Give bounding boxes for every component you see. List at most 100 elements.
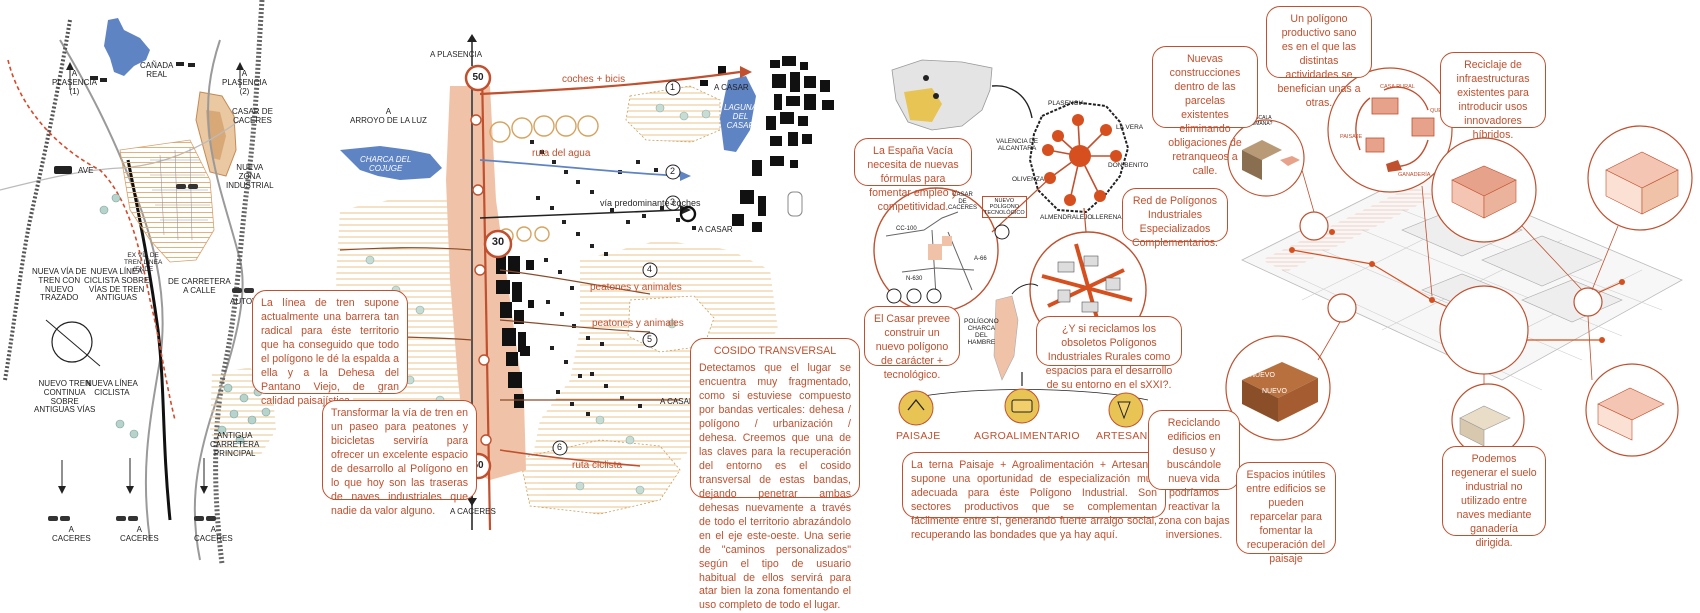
poligono-detail-buildings [1057,255,1121,327]
car-icons [48,184,254,521]
route-agua [479,159,681,177]
railway-focus-line [45,319,101,367]
route-west-1 [339,247,473,251]
railway-transform-note: Transformar la vía de tren en un paseo p… [322,400,477,517]
label-ruta-ciclista: ruta ciclista [572,460,623,471]
poligono-charca-map [993,295,1019,381]
speed-limit-mid: 30 [491,236,505,248]
panel-territory-map: A PLASENCIA (1) CAÑADA REAL A PLASENCIA … [0,0,300,564]
number-circles [552,80,681,456]
category-agroalimentario: AGROALIMENTARIO [974,430,1080,442]
urbanization-dots [530,140,696,416]
label-nueva-zona: NUEVA ZONA INDUSTRIAL [226,163,274,190]
regional-network-drawing [873,59,1149,428]
cycle-ganaderia: GANADERÍA [1398,172,1431,178]
black-ring [679,205,697,223]
cosido-body: Detectamos que el lugar se encuentra muy… [699,361,851,612]
casar-prevee-note: El Casar prevee construir un nuevo políg… [864,306,960,381]
label-don-benito: DON BENITO [1108,162,1149,169]
label-carretera: DE CARRETERA A CALLE [168,277,231,295]
label-llerena: LLERENA [1092,214,1122,221]
route-peatones-2 [499,319,651,333]
label-nueva-via: NUEVA VÍA DE TREN CON NUEVO TRAZADO [32,267,87,303]
train-icon [54,166,72,174]
label-caceres-3: A CACERES [194,525,233,543]
label-arroyo: A ARROYO DE LA LUZ [350,107,427,125]
artesania-glyph [1117,401,1131,420]
route-peatones-1 [499,269,651,295]
label-coches-bicis: coches + bicis [562,74,626,85]
railway-barrier-note: La línea de tren supone actualmente una … [252,290,408,407]
label-a-casar-1: A CASAR [714,83,749,92]
left-zoom-content [1242,140,1300,180]
label-casar: CASAR DE CACERES [232,107,273,125]
road-1 [59,39,164,541]
label-n630: N-630 [906,276,923,282]
route-agua-arrow [680,171,691,181]
railway-focus-circle [51,321,93,363]
reservoir-shape [104,18,150,76]
label-valencia: VALENCIA DE ALCANTARA [996,138,1039,153]
category-artesania: ARTESANÍA [1096,430,1159,442]
label-nuevo-tren: NUEVO TREN CONTINUA SOBRE ANTIGUAS VÍAS [34,379,96,415]
route-coches-arrow [680,205,691,215]
espana-vacia-note: La España Vacía necesita de nuevas fórmu… [854,138,972,213]
label-poligono-charca: POLÍGONO CHARCA DEL HAMBRE [964,318,999,347]
axonometric-drawing [1225,67,1693,457]
route-circles [489,115,599,244]
br-zoom-content [1459,405,1511,447]
dehesa-east [530,240,778,500]
route-number-6: 6 [557,442,563,452]
route-coches-bicis [479,70,741,96]
label-la-vera: LA VERA [1116,124,1144,131]
zoom-connector-lines [1301,169,1619,384]
label-caceres-1: A CACERES [52,525,91,543]
label-a-casar-2: A CASAR [698,225,733,234]
cosido-transversal-note: COSIDO TRANSVERSAL Detectamos que el lug… [690,338,860,611]
label-ex-via: EX VÍA DE TREN LÍNEA (ENDE [124,252,163,274]
label-plasencia-reg: PLASENCIA [1048,100,1085,107]
farm-zoom-content [1597,387,1665,441]
regenerar-suelo-note: Podemos regenerar el suelo industrial no… [1442,446,1546,549]
route-number-2: 2 [670,166,676,176]
label-antigua-carretera: ANTIGUA CARRETERA PRINCIPAL [210,431,260,458]
railway-nodes [470,114,492,446]
extremadura-highlight [904,88,942,122]
right-zoom-content [1605,151,1679,215]
red-poligonos-note: Red de Polígonos Industriales Especializ… [1122,188,1228,249]
arrow-heads [58,62,244,494]
arrow-caceres-head [467,498,477,506]
reciclamos-note: ¿Y si reciclamos los obsoletos Polígonos… [1036,316,1182,391]
label-ave: AVE [78,166,94,175]
paisaje-icon [898,390,934,426]
industrial-grid [150,147,210,241]
label-a66: A-66 [974,256,987,262]
paisaje-glyph [907,398,925,411]
industrial-blocks [496,250,534,408]
railway-left [3,19,72,381]
panel-regional-network: PLASENCIA LA VERA VALENCIA DE ALCANTARA … [862,0,1222,564]
label-cc100: CC-100 [896,226,917,232]
speed-limit-bot: 50 [472,460,484,471]
dehesa-north [625,85,721,143]
nuevo-label-2: NUEVO [1262,388,1287,395]
cattle-icons [90,62,195,82]
terna-note: La terna Paisaje + Agroalimentación + Ar… [902,452,1166,541]
nuevo-label-1: NUEVO [1250,372,1275,379]
cycling-route-red [7,59,176,421]
label-canada-real: CAÑADA REAL [140,61,174,79]
category-paisaje: PAISAJE [896,430,941,442]
route-number-5: 5 [647,334,653,344]
label-caceres-2: A CACERES [120,525,159,543]
axon-pink-strip [1262,186,1436,272]
speed-sign-top [464,64,492,92]
route-number-3: 3 [670,197,676,207]
label-nueva-linea-ciclista: NUEVA LÍNEA CICLISTA [86,379,138,397]
speed-sign-mid [483,229,513,259]
label-olivenza: OLIVENZA [1012,176,1045,183]
label-autovia: AUTOVÍA [230,297,265,306]
bl-zoom-content [1242,362,1318,422]
spain-point-1 [933,93,939,99]
route-number-4: 4 [647,264,653,274]
railway-right [213,0,265,564]
